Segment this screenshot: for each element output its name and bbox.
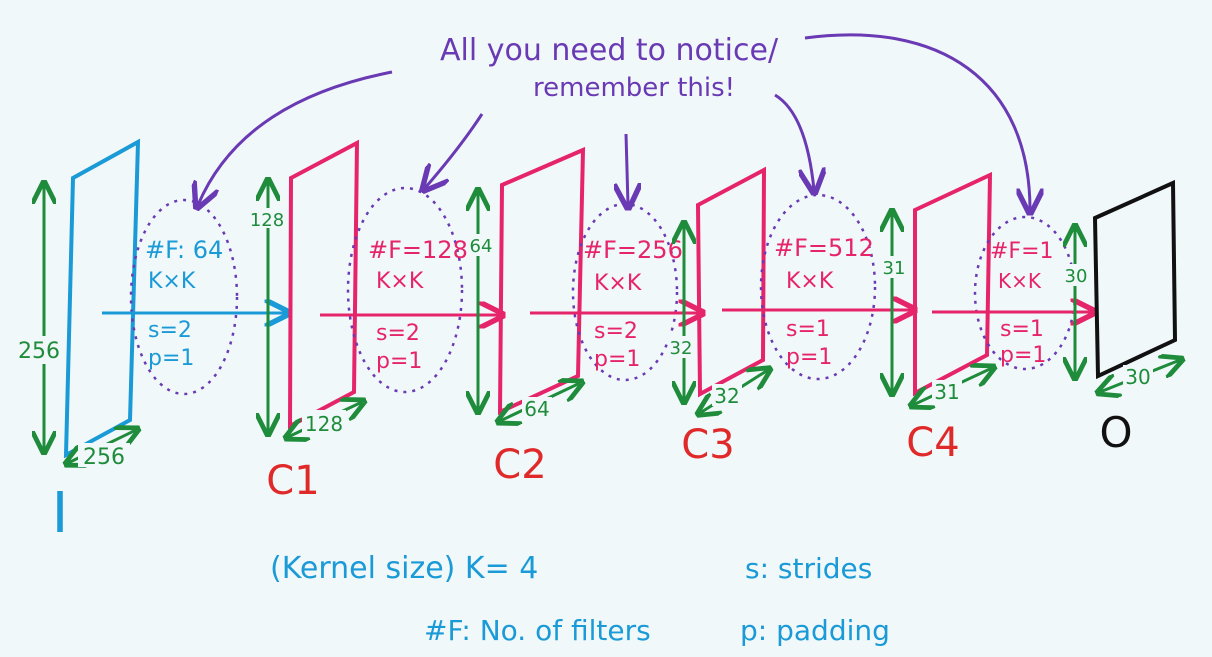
input-label: I <box>52 481 69 546</box>
c1-height-label: 128 <box>250 210 284 231</box>
op-ellipse <box>346 186 464 394</box>
label-bg <box>78 443 130 467</box>
op-ellipse <box>129 198 239 396</box>
output-height-label: 30 <box>1065 266 1088 287</box>
op-kernel: K×K <box>594 271 642 296</box>
annotation-arrow <box>425 113 484 188</box>
output-label: O <box>1099 408 1132 457</box>
op-kernel: K×K <box>376 269 424 294</box>
c3-label: C3 <box>681 422 734 468</box>
op-kernel: K×K <box>998 269 1042 293</box>
layer-c4: 31 31 C4 <box>881 171 993 466</box>
conv-op-4: #F=512 K×K s=1 p=1 <box>722 193 912 381</box>
c2-height-label: 64 <box>470 236 493 257</box>
c1-width-label: 128 <box>305 412 343 436</box>
legend: (Kernel size) K= 4 #F: No. of filters s:… <box>270 551 890 647</box>
label-bg <box>881 256 907 278</box>
annotation-arrow <box>804 33 1030 210</box>
op-ellipse <box>759 193 877 381</box>
output-width-label: 30 <box>1125 365 1150 389</box>
op-padding: p=1 <box>1000 343 1046 368</box>
label-bg <box>932 380 962 402</box>
annotation-line1: All you need to notice/ <box>440 33 779 68</box>
c1-plane <box>287 139 360 430</box>
input-height-label: 256 <box>18 339 60 364</box>
conv-op-2: #F=128 K×K s=2 p=1 <box>320 186 500 394</box>
layer-c2: 64 64 C2 <box>467 146 586 488</box>
op-stride: s=2 <box>376 321 420 346</box>
op-padding: p=1 <box>148 346 194 371</box>
c1-label: C1 <box>266 458 319 504</box>
layer-c1: 128 128 C1 <box>250 139 362 504</box>
c4-height-label: 31 <box>883 258 906 279</box>
op-padding: p=1 <box>594 347 640 372</box>
conv-op-1: #F: 64 K×K s=2 p=1 <box>102 198 286 396</box>
annotation-line2: remember this! <box>533 73 735 103</box>
annotation: All you need to notice/ remember this! <box>198 33 1030 210</box>
c2-label: C2 <box>493 442 546 488</box>
op-filters: #F=256 <box>583 236 683 264</box>
c2-plane <box>497 146 586 416</box>
layer-c3: 32 32 C3 <box>668 166 768 468</box>
label-bg <box>522 397 552 419</box>
label-bg <box>467 234 493 256</box>
op-stride: s=1 <box>1000 317 1044 342</box>
op-padding: p=1 <box>786 345 832 370</box>
label-bg <box>1064 264 1088 286</box>
legend-padding: p: padding <box>740 614 890 647</box>
label-bg <box>668 336 696 358</box>
c3-plane <box>695 166 767 398</box>
op-stride: s=1 <box>786 317 830 342</box>
c3-height-label: 32 <box>670 338 693 359</box>
label-bg <box>302 410 346 434</box>
c3-width-label: 32 <box>714 384 739 408</box>
conv-op-final: #F=1 K×K s=1 p=1 <box>932 215 1092 371</box>
op-kernel: K×K <box>148 269 196 294</box>
c4-label: C4 <box>906 420 959 466</box>
label-bg <box>17 336 61 364</box>
label-bg <box>252 208 282 228</box>
op-kernel: K×K <box>786 269 834 294</box>
op-filters: #F=128 <box>368 236 468 264</box>
op-filters: #F=1 <box>990 239 1054 264</box>
op-stride: s=2 <box>148 318 192 343</box>
label-bg <box>1123 365 1153 387</box>
op-filters: #F: 64 <box>145 236 223 264</box>
legend-filters: #F: No. of filters <box>424 614 651 647</box>
legend-strides: s: strides <box>745 552 872 585</box>
conv-op-3: #F=256 K×K s=2 p=1 <box>530 202 700 382</box>
c4-width-label: 31 <box>934 380 959 404</box>
input-block: 256 256 I <box>17 138 141 546</box>
annotation-arrow <box>198 70 393 205</box>
input-plane <box>63 138 141 459</box>
annotation-arrow <box>774 93 814 190</box>
c2-width-label: 64 <box>524 397 549 421</box>
output-block: 30 30 O <box>1064 179 1180 457</box>
label-bg <box>712 384 742 406</box>
c4-plane <box>913 171 993 397</box>
annotation-arrow <box>626 133 628 205</box>
op-filters: #F=512 <box>774 234 874 262</box>
output-plane <box>1092 179 1178 380</box>
input-width-label: 256 <box>83 445 125 470</box>
legend-kernel: (Kernel size) K= 4 <box>270 551 538 586</box>
op-padding: p=1 <box>376 349 422 374</box>
op-stride: s=2 <box>594 319 638 344</box>
